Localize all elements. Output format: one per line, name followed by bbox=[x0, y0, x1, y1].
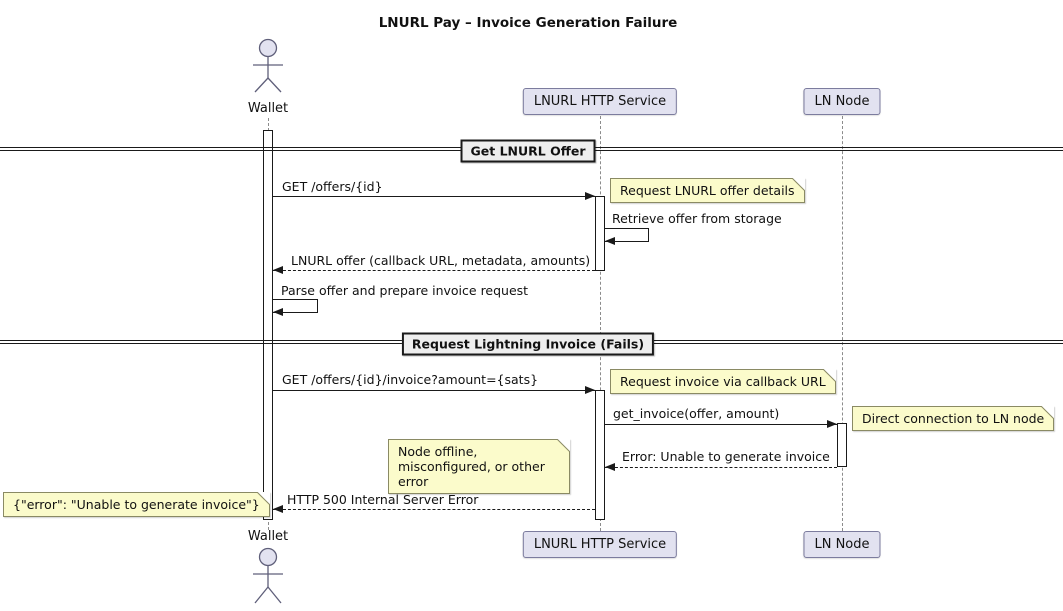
actor-wallet-figure-top bbox=[253, 38, 283, 93]
note-fold-icon bbox=[1041, 406, 1055, 419]
arrowhead-right-icon bbox=[827, 420, 837, 428]
message-invoice-request-line bbox=[273, 390, 595, 391]
note-offer-details: Request LNURL offer details bbox=[610, 178, 805, 203]
note-fold-icon bbox=[791, 178, 805, 191]
arrowhead-right-icon bbox=[585, 192, 595, 200]
note-node-offline-text: Node offline, misconfigured, or other er… bbox=[398, 444, 545, 489]
message-get-invoice-line bbox=[605, 424, 837, 425]
message-get-offer-line bbox=[273, 196, 595, 197]
note-direct-connection-text: Direct connection to LN node bbox=[862, 411, 1045, 426]
arrowhead-right-icon bbox=[585, 386, 595, 394]
activation-wallet bbox=[263, 130, 273, 520]
note-callback: Request invoice via callback URL bbox=[610, 369, 836, 394]
note-error-body: {"error": "Unable to generate invoice"} bbox=[3, 492, 270, 517]
message-invoice-request-label: GET /offers/{id}/invoice?amount={sats} bbox=[282, 372, 539, 387]
note-direct-connection: Direct connection to LN node bbox=[852, 406, 1055, 431]
actor-wallet-figure-bottom bbox=[253, 547, 283, 604]
message-get-offer-label: GET /offers/{id} bbox=[282, 179, 383, 194]
diagram-title: LNURL Pay – Invoice Generation Failure bbox=[378, 15, 678, 31]
divider-label-request-invoice: Request Lightning Invoice (Fails) bbox=[401, 332, 655, 356]
self-message-top-line bbox=[273, 299, 318, 300]
self-message-side-line bbox=[648, 228, 649, 241]
message-offer-response-label: LNURL offer (callback URL, metadata, amo… bbox=[291, 253, 591, 268]
note-callback-text: Request invoice via callback URL bbox=[620, 374, 826, 389]
actor-wallet-label-bottom: Wallet bbox=[247, 529, 289, 544]
arrowhead-left-icon bbox=[273, 308, 283, 316]
message-http-error-label: HTTP 500 Internal Server Error bbox=[287, 492, 479, 507]
message-node-error-line bbox=[605, 467, 837, 468]
note-fold-icon bbox=[256, 492, 270, 505]
arrowhead-left-icon bbox=[605, 463, 615, 471]
lifeline-service bbox=[600, 116, 601, 531]
lifeline-node bbox=[842, 116, 843, 531]
note-offer-details-text: Request LNURL offer details bbox=[620, 183, 795, 198]
note-node-offline: Node offline, misconfigured, or other er… bbox=[388, 439, 570, 494]
message-parse-offer-label: Parse offer and prepare invoice request bbox=[281, 283, 529, 298]
note-fold-icon bbox=[822, 369, 836, 382]
self-message-top-line bbox=[605, 228, 649, 229]
actor-wallet-label-top: Wallet bbox=[247, 101, 289, 116]
participant-service-top: LNURL HTTP Service bbox=[522, 88, 678, 115]
message-get-invoice-label: get_invoice(offer, amount) bbox=[613, 406, 780, 421]
self-message-bottom-line bbox=[273, 312, 318, 313]
activation-service-1 bbox=[595, 196, 605, 271]
activation-node bbox=[837, 423, 847, 467]
arrowhead-left-icon bbox=[605, 237, 615, 245]
participant-node-bottom: LN Node bbox=[803, 531, 881, 558]
message-offer-response-line bbox=[273, 270, 595, 271]
participant-node-top: LN Node bbox=[803, 88, 881, 115]
note-error-body-text: {"error": "Unable to generate invoice"} bbox=[13, 497, 260, 512]
self-message-bottom-line bbox=[605, 241, 649, 242]
arrowhead-left-icon bbox=[273, 505, 283, 513]
self-message-side-line bbox=[317, 299, 318, 312]
activation-service-2 bbox=[595, 390, 605, 520]
note-fold-icon bbox=[557, 439, 570, 452]
divider-label-get-offer: Get LNURL Offer bbox=[460, 139, 596, 163]
message-http-error-line bbox=[273, 509, 595, 510]
message-node-error-label: Error: Unable to generate invoice bbox=[622, 449, 830, 464]
message-retrieve-offer-label: Retrieve offer from storage bbox=[612, 211, 782, 226]
participant-service-bottom: LNURL HTTP Service bbox=[522, 531, 678, 558]
arrowhead-left-icon bbox=[273, 266, 283, 274]
